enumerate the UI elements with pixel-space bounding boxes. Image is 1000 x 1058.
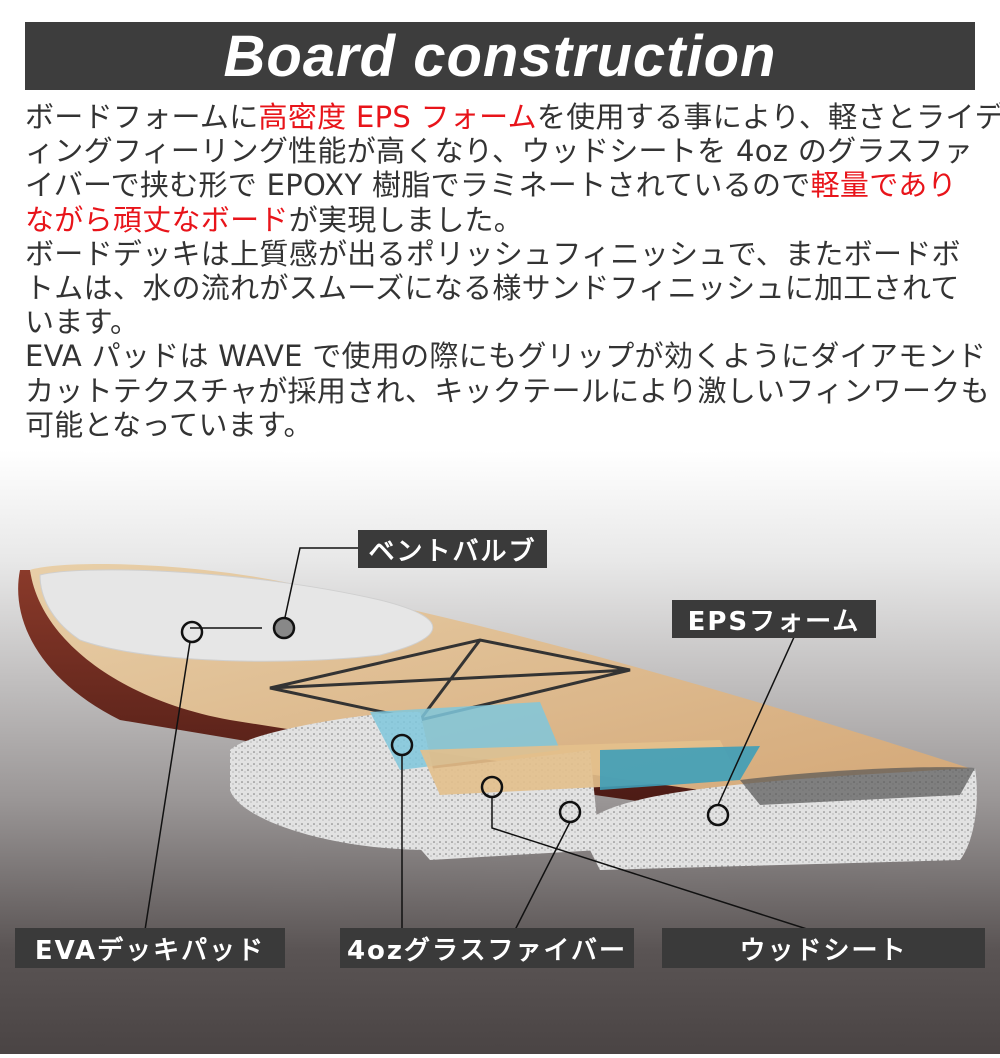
highlight-text: 軽量であり [810, 168, 957, 203]
leader-vent-valve [283, 547, 358, 623]
description-text: ボードフォームに [25, 100, 259, 134]
highlight-text: ながら頑丈なボード [25, 202, 289, 237]
description-line: ながら頑丈なボードが実現しました。 [25, 203, 985, 237]
board-diagram: ベントバルブ EPSフォーム EVAデッキパッド 4ozグラスファイバー ウッド… [0, 450, 1000, 1054]
label-eps-foam: EPSフォーム [672, 600, 876, 638]
description-text: 可能となっています。 [25, 407, 313, 442]
description-text: EVA パッドは WAVE で使用の際にもグリップが効くようにダイアモンド [25, 339, 987, 374]
description-line: 可能となっています。 [25, 408, 985, 442]
highlight-text: 高密度 EPS フォーム [258, 100, 537, 134]
description-text: ボードデッキは上質感が出るポリッシュフィニッシュで、またボードボ [25, 236, 961, 271]
marker-eva-pad [180, 620, 204, 644]
label-glass-fiber: 4ozグラスファイバー [340, 928, 634, 968]
label-vent-valve: ベントバルブ [358, 530, 547, 568]
label-eva-deck-pad: EVAデッキパッド [15, 928, 285, 968]
description-line: ボードデッキは上質感が出るポリッシュフィニッシュで、またボードボ [25, 237, 985, 271]
label-wood-sheet: ウッドシート [662, 928, 985, 968]
description-text: カットテクスチャが採用され、キックテールにより激しいフィンワークも [25, 373, 990, 408]
board-illustration [18, 547, 977, 931]
marker-eps-foam [706, 803, 730, 827]
description-line: ボードフォームに高密度 EPS フォームを使用する事により、軽さとライデ [25, 100, 1000, 134]
description-line: イバーで挟む形で EPOXY 樹脂でラミネートされているので軽量であり [25, 168, 985, 202]
foam-section-left [230, 711, 440, 850]
page-title: Board construction [223, 23, 777, 89]
description-line: ィングフィーリング性能が高くなり、ウッドシートを 4oz のグラスファ [25, 134, 985, 168]
description-text: ィングフィーリング性能が高くなり、ウッドシートを 4oz のグラスファ [25, 134, 974, 169]
description-line: トムは、水の流れがスムーズになる様サンドフィニッシュに加工されて [25, 271, 985, 305]
leader-eva-pad [144, 641, 191, 931]
marker-glass-a [390, 733, 414, 757]
leader-wood [491, 797, 811, 931]
description-line: EVA パッドは WAVE で使用の際にもグリップが効くようにダイアモンド [25, 339, 987, 374]
eva-pad [39, 569, 433, 662]
description: ボードフォームに高密度 EPS フォームを使用する事により、軽さとライディングフ… [25, 100, 1000, 442]
glass-layer-right [600, 746, 760, 790]
description-text: が実現しました。 [288, 202, 524, 237]
foam-dark-edge [740, 767, 975, 805]
marker-wood [480, 775, 504, 799]
description-line: カットテクスチャが採用され、キックテールにより激しいフィンワークも [25, 374, 990, 408]
leader-eps-foam [717, 634, 796, 806]
description-text: います。 [25, 305, 140, 340]
description-line: います。 [25, 305, 985, 339]
marker-glass-b [558, 800, 582, 824]
leader-glass-b [514, 821, 571, 931]
marker-vent-valve [272, 616, 296, 640]
bungee-cord [269, 638, 631, 722]
description-text: トムは、水の流れがスムーズになる様サンドフィニッシュに加工されて [25, 270, 960, 305]
description-text: を使用する事により、軽さとライデ [536, 100, 1000, 134]
title-bar: Board construction [25, 22, 975, 90]
description-text: イバーで挟む形で EPOXY 樹脂でラミネートされているので [25, 168, 811, 203]
